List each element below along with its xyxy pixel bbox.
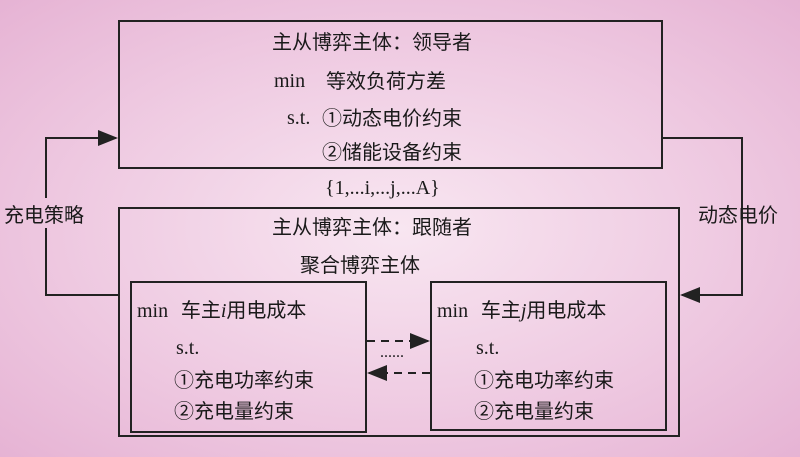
owner-i-constraint-2: ②充电量约束 [174, 399, 294, 423]
leader-min: min [274, 70, 306, 92]
owner-j-objective: min 车主j用电成本 [437, 298, 607, 322]
owner-i-objective: min 车主i用电成本 [137, 298, 307, 322]
leader-constraint-2: ②储能设备约束 [322, 140, 462, 164]
leader-box [118, 20, 663, 169]
dynamic-price-arrow [662, 137, 743, 303]
leader-constraint-1: ①动态电价约束 [322, 106, 462, 130]
dynamic-price-label: 动态电价 [698, 203, 778, 227]
owner-i-st: s.t. [176, 337, 200, 359]
owner-i-constraint-1: ①充电功率约束 [174, 368, 314, 392]
leader-title: 主从博弈主体：领导者 [272, 30, 472, 54]
follower-box [118, 207, 680, 437]
charging-strategy-line [45, 228, 118, 296]
set-label: {1,...i,...j,...A} [325, 177, 440, 199]
ellipsis: ...... [380, 344, 404, 361]
charging-strategy-arrow [45, 130, 118, 198]
owner-i-box [130, 281, 367, 433]
leader-objective: 等效负荷方差 [326, 69, 446, 93]
owner-j-constraint-2: ②充电量约束 [474, 399, 594, 423]
follower-subtitle: 聚合博弈主体 [300, 253, 420, 277]
owner-j-st: s.t. [476, 337, 500, 359]
owner-j-box [430, 281, 667, 431]
charging-strategy-label: 充电策略 [4, 203, 84, 227]
follower-title: 主从博弈主体：跟随者 [272, 215, 472, 239]
owner-j-constraint-1: ①充电功率约束 [474, 368, 614, 392]
leader-st: s.t. [287, 107, 311, 129]
